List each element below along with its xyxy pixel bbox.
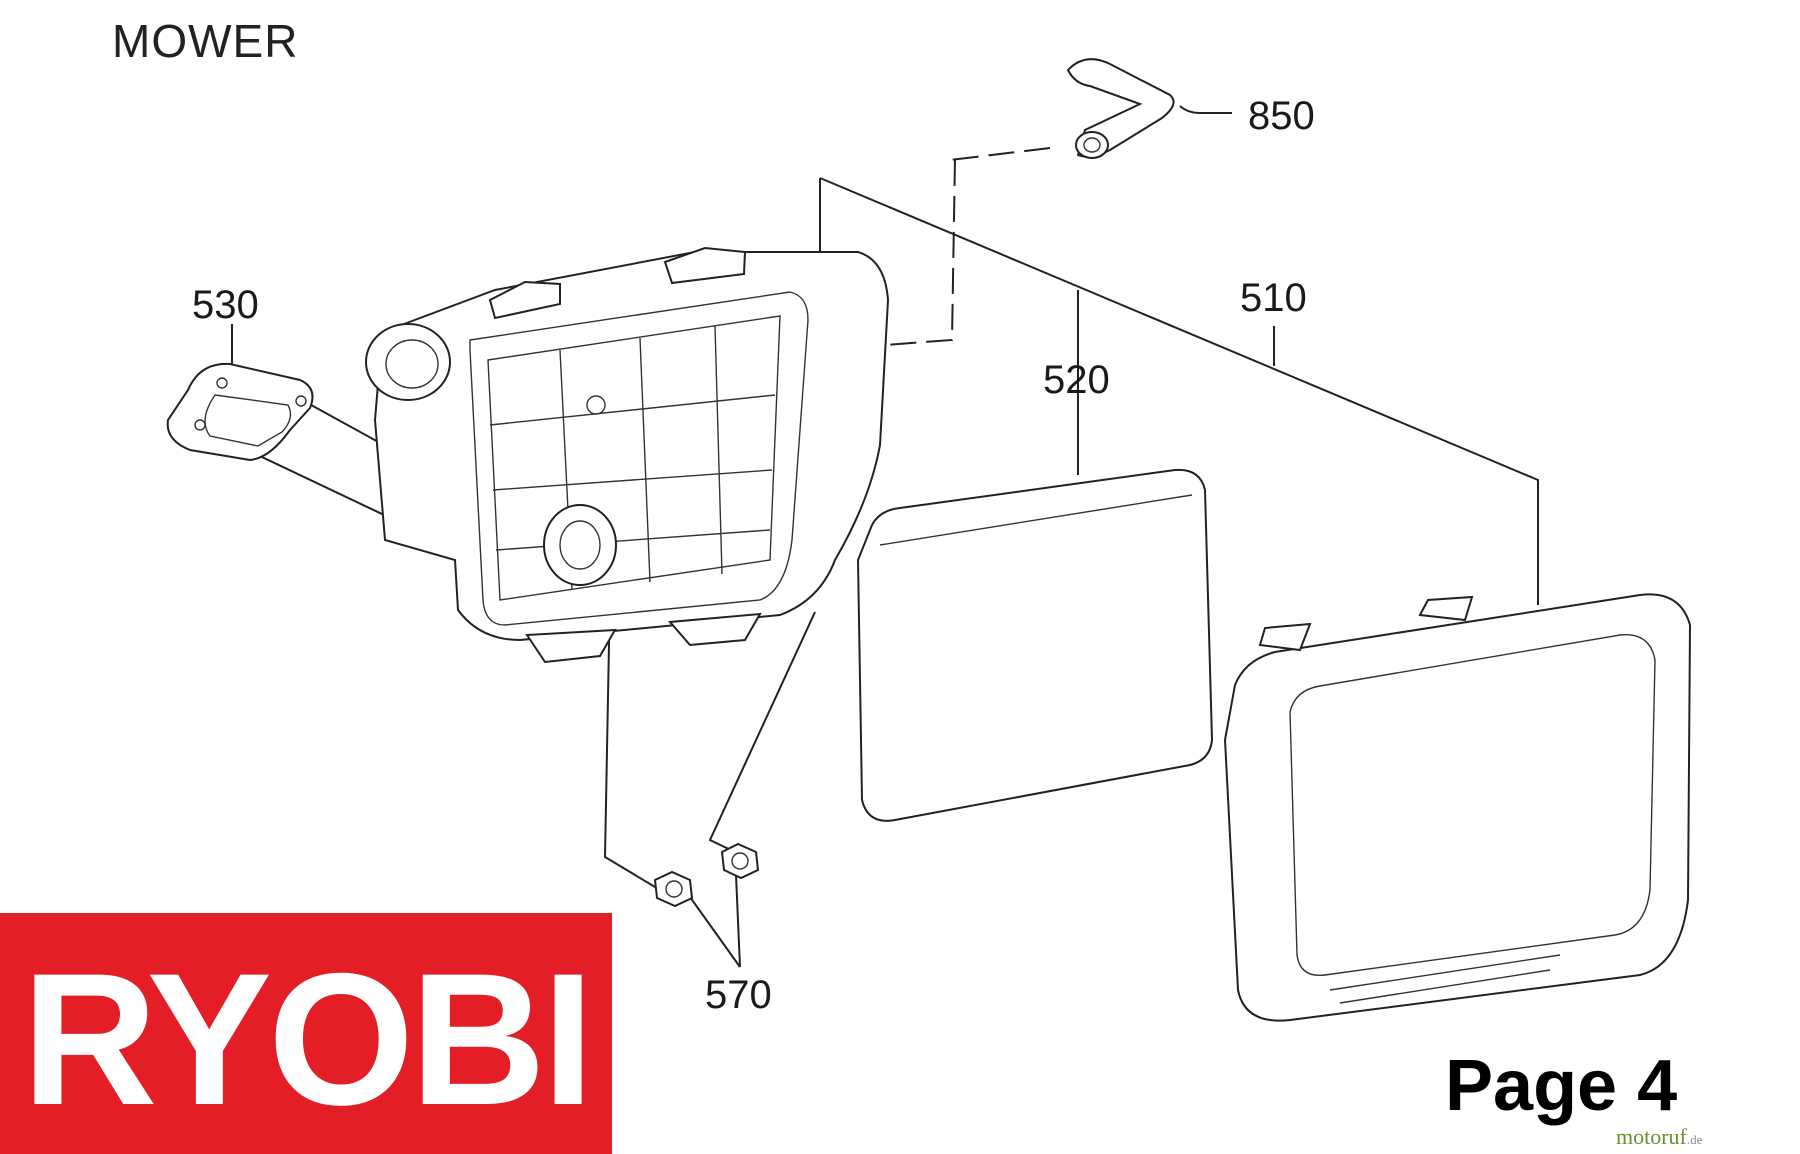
leader-850 <box>1179 105 1232 114</box>
ryobi-logo: RYOBI <box>0 913 612 1154</box>
part-850-hose <box>1066 58 1175 159</box>
page-label: Page 4 <box>1445 1046 1678 1126</box>
callout-520: 520 <box>1043 358 1110 402</box>
part-530-gasket <box>166 362 314 462</box>
watermark-text: motoruf <box>1616 1124 1687 1149</box>
part-520-filter-element <box>856 468 1214 822</box>
part-570-nuts <box>653 842 760 908</box>
callout-530: 530 <box>192 283 259 327</box>
callout-570: 570 <box>705 973 772 1017</box>
leader-510 <box>819 177 1539 605</box>
callout-850: 850 <box>1248 94 1315 138</box>
part-510-filter-cover <box>1223 593 1692 1022</box>
callout-510: 510 <box>1240 276 1307 320</box>
part-air-filter-base <box>365 246 890 664</box>
logo-text: RYOBI <box>21 933 594 1144</box>
watermark: motoruf.de <box>1616 1126 1702 1148</box>
diagram-title: MOWER <box>112 15 299 67</box>
watermark-suffix: .de <box>1686 1132 1703 1147</box>
leader-570-a <box>603 589 741 968</box>
leader-850-dashed <box>884 147 1051 346</box>
leader-570-b <box>708 611 816 968</box>
